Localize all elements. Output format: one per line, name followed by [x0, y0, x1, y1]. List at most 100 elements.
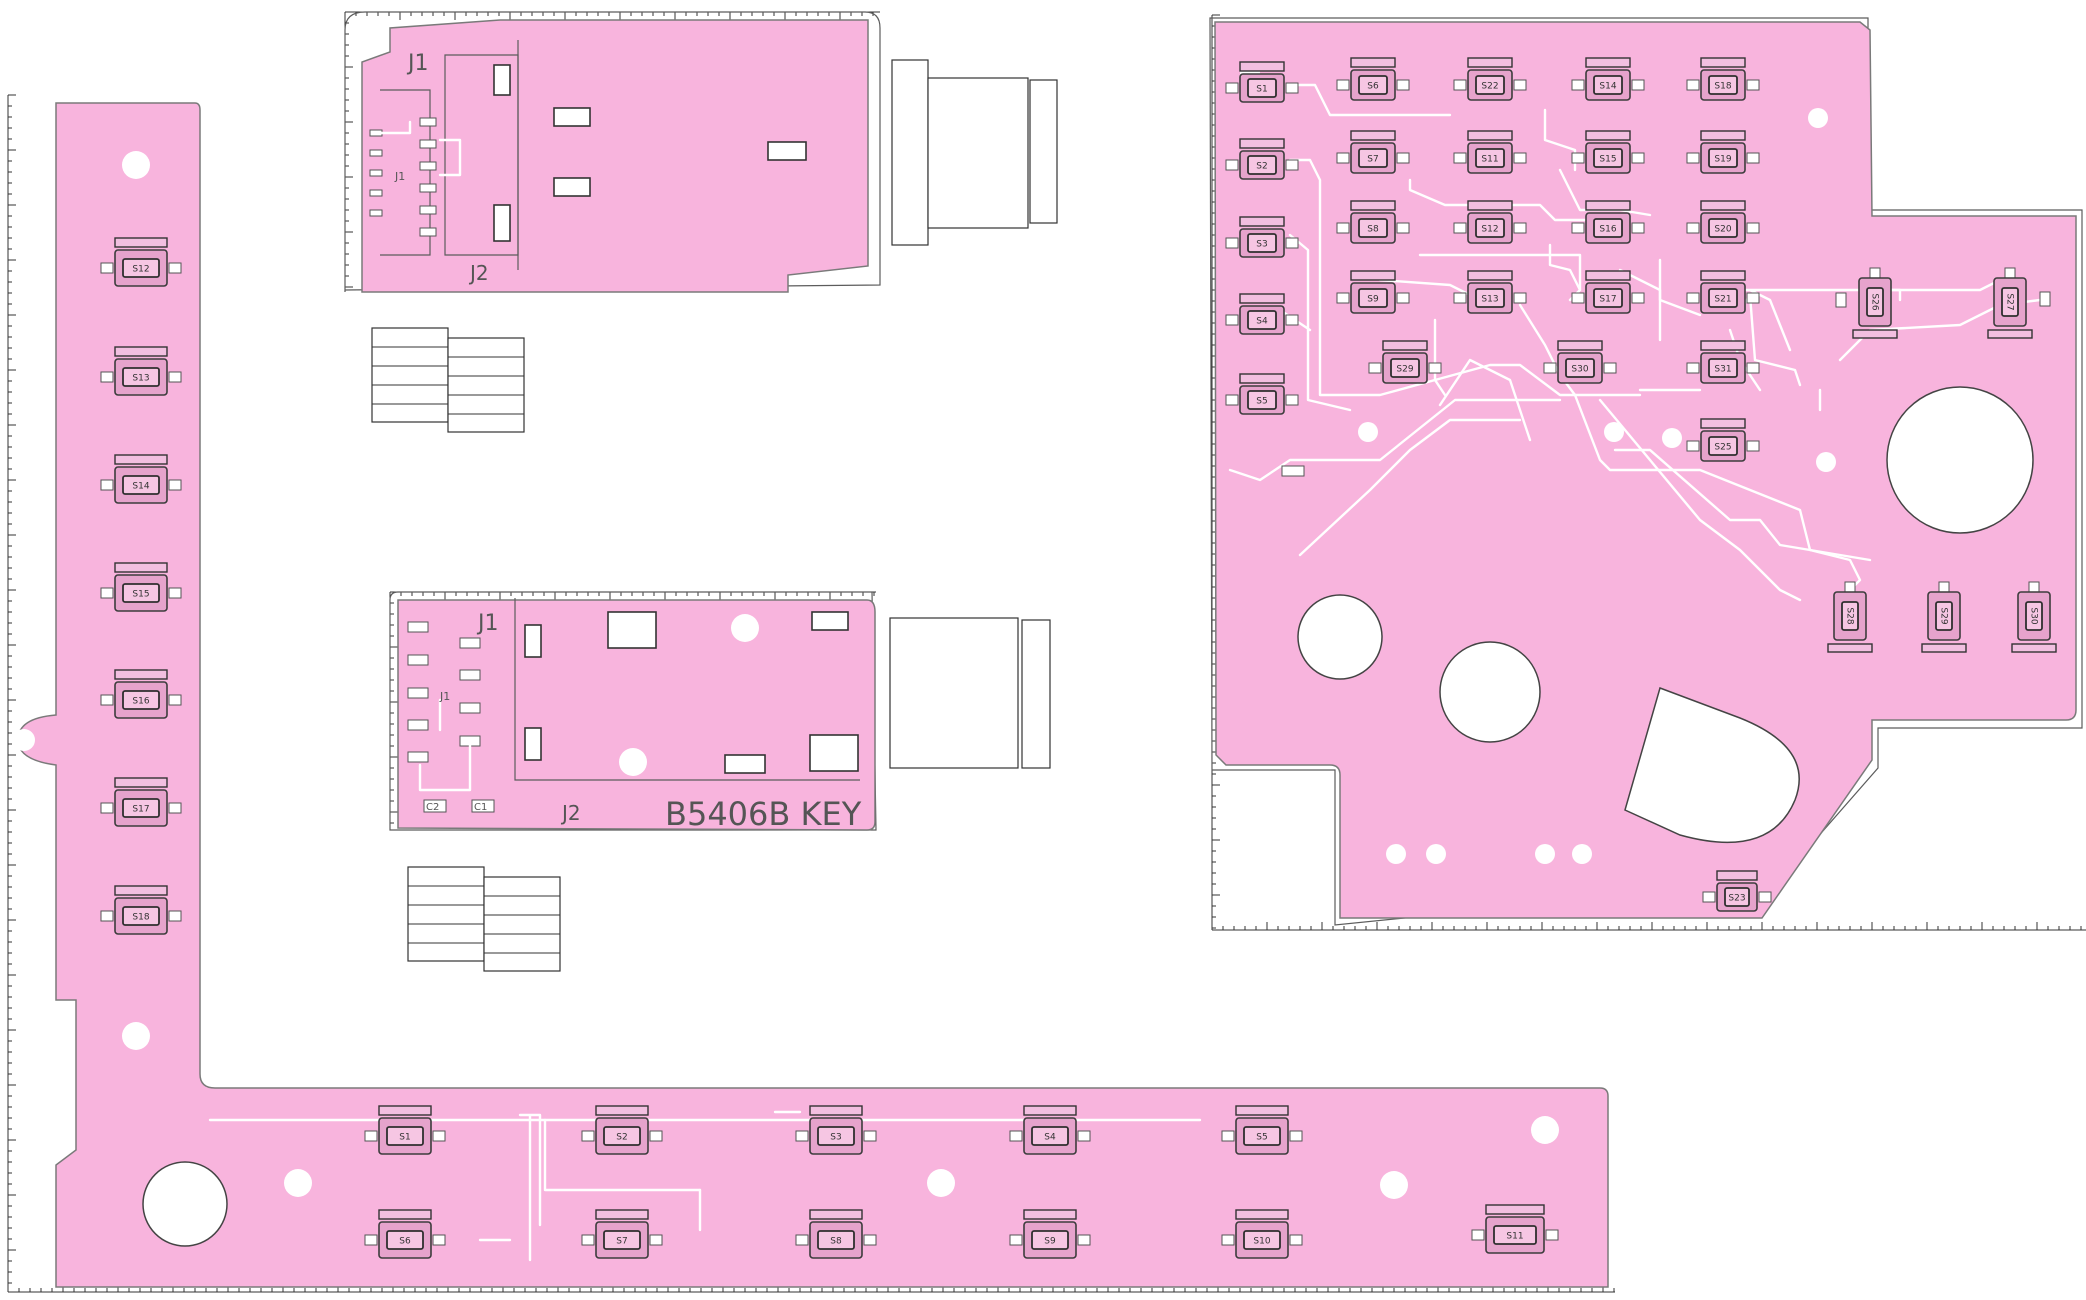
- right-switch-col-s3-label: S3: [1256, 240, 1267, 250]
- right-switch-grid-s8: S8: [1336, 200, 1410, 244]
- right-switch-grid-s9-label: S9: [1367, 295, 1379, 305]
- l-board-switch-s13: S13: [100, 346, 182, 396]
- right-switch-grid-s19-label: S19: [1714, 155, 1731, 165]
- right-switch-grid-s6: S6: [1336, 57, 1410, 101]
- right-switch-grid-s12: S12: [1453, 200, 1527, 244]
- l-board-switch-s18-label: S18: [132, 913, 149, 923]
- right-small-part-s32: [1281, 465, 1305, 477]
- l-board-switch-s2: S2: [581, 1105, 663, 1155]
- right-switch-side-s26-label: S26: [1870, 293, 1880, 310]
- right-switch-corner-s23-label: S23: [1728, 894, 1745, 904]
- l-board-switch-s15-label: S15: [132, 590, 149, 600]
- l-board-switch-s12-label: S12: [132, 265, 149, 275]
- right-switch-bottom-s29-label: S29: [1939, 607, 1949, 624]
- bottom-connector-ref-c2: C2: [426, 802, 439, 813]
- top-connector-mark: J1: [394, 170, 405, 183]
- l-board-switch-s14: S14: [100, 454, 182, 504]
- l-board-switch-s15: S15: [100, 562, 182, 612]
- l-board-switch-s16-label: S16: [132, 697, 149, 707]
- right-switch-grid-s11: S11: [1453, 130, 1527, 174]
- right-switch-bottom-s29: S29: [1921, 581, 1967, 653]
- right-switch-corner-s23: S23: [1702, 870, 1772, 912]
- top-connector-board: J1 J2 J1: [344, 11, 1058, 433]
- right-switch-grid-s7: S7: [1336, 130, 1410, 174]
- right-small-part-s33: [1835, 292, 1847, 308]
- right-switch-lower-s25: S25: [1686, 418, 1760, 462]
- l-board-switch-s12: S12: [100, 237, 182, 287]
- right-switch-grid-s20: S20: [1686, 200, 1760, 244]
- l-board-switch-s17-label: S17: [132, 805, 149, 815]
- right-switch-grid-s20-label: S20: [1714, 225, 1731, 235]
- right-switch-grid-s6-label: S6: [1367, 82, 1379, 92]
- bottom-connector-board: C2 C1 J1 J2 J1 B5406B KEY: [389, 591, 1051, 972]
- l-board-switch-s7-label: S7: [616, 1237, 627, 1247]
- l-board-switch-s4-label: S4: [1044, 1133, 1056, 1143]
- right-switch-grid-s16-label: S16: [1599, 225, 1616, 235]
- right-switch-col-s4: S4: [1225, 293, 1299, 335]
- l-board-switch-s10: S10: [1221, 1209, 1303, 1259]
- right-switch-grid-s13-label: S13: [1481, 295, 1498, 305]
- l-board-switch-s7: S7: [581, 1209, 663, 1259]
- l-board-switch-s13-label: S13: [132, 374, 149, 384]
- l-board-switch-s11-label: S11: [1506, 1232, 1523, 1242]
- l-board-switch-s18: S18: [100, 885, 182, 935]
- right-switch-bottom-s28: S28: [1827, 581, 1873, 653]
- right-switch-col-s4-label: S4: [1256, 317, 1268, 327]
- right-switch-col-s2: S2: [1225, 138, 1299, 180]
- right-switch-grid-s19: S19: [1686, 130, 1760, 174]
- right-switch-grid-s7-label: S7: [1367, 155, 1378, 165]
- l-board-switch-s8-label: S8: [830, 1237, 842, 1247]
- bottom-connector-ref-j1: J1: [476, 611, 499, 636]
- bottom-connector-pins: [407, 621, 481, 792]
- l-board-switch-s16: S16: [100, 669, 182, 719]
- right-switch-grid-s13: S13: [1453, 270, 1527, 314]
- right-switch-grid-s14-label: S14: [1599, 82, 1616, 92]
- right-switch-col-s2-label: S2: [1256, 162, 1267, 172]
- l-board-switch-s3-label: S3: [830, 1133, 841, 1143]
- right-switch-lower-s30: S30: [1543, 340, 1617, 384]
- bottom-connector-mark: J1: [439, 690, 450, 703]
- right-switch-col-s3: S3: [1225, 216, 1299, 258]
- right-switch-grid-s18-label: S18: [1714, 82, 1731, 92]
- right-switch-col-s5: S5: [1225, 373, 1299, 415]
- bottom-connector-ref-j2: J2: [560, 801, 581, 825]
- top-connector-ref-j2: J2: [468, 261, 489, 285]
- right-switch-col-s5-label: S5: [1256, 397, 1267, 407]
- l-board-switch-s9: S9: [1009, 1209, 1091, 1259]
- top-connector-pins: [369, 117, 462, 237]
- right-switch-grid-s22: S22: [1453, 57, 1527, 101]
- right-switch-bottom-s30: S30: [2011, 581, 2057, 653]
- top-connector-ref-j1: J1: [406, 51, 429, 76]
- right-switch-lower-s29-label: S29: [1396, 365, 1413, 375]
- board-label: B5406B KEY: [665, 795, 862, 833]
- right-switch-lower-s29: S29: [1368, 340, 1442, 384]
- l-board-switch-s5: S5: [1221, 1105, 1303, 1155]
- l-board-switch-s3: S3: [795, 1105, 877, 1155]
- l-board-switch-s17: S17: [100, 777, 182, 827]
- l-board-switch-s2-label: S2: [616, 1133, 627, 1143]
- l-board-switch-s6: S6: [364, 1209, 446, 1259]
- right-switch-grid-s12-label: S12: [1481, 225, 1498, 235]
- right-switch-side-s27: S27: [1987, 267, 2033, 339]
- l-board-switch-s8: S8: [795, 1209, 877, 1259]
- l-board-switch-s4: S4: [1009, 1105, 1091, 1155]
- l-board-switch-s6-label: S6: [399, 1237, 411, 1247]
- l-board-switch-s11: S11: [1471, 1204, 1559, 1254]
- right-switch-grid-s15: S15: [1571, 130, 1645, 174]
- right-switch-grid-s17-label: S17: [1599, 295, 1616, 305]
- l-board-switch-s5-label: S5: [1256, 1133, 1267, 1143]
- right-switch-bottom-s28-label: S28: [1845, 607, 1855, 624]
- right-switch-grid-s9: S9: [1336, 270, 1410, 314]
- right-switch-grid-s21-label: S21: [1714, 295, 1731, 305]
- right-switch-grid-s11-label: S11: [1481, 155, 1498, 165]
- right-switch-grid-s18: S18: [1686, 57, 1760, 101]
- right-switch-col-s1-label: S1: [1256, 85, 1267, 95]
- l-board-switch-s14-label: S14: [132, 482, 149, 492]
- right-switch-lower-s31-label: S31: [1714, 365, 1731, 375]
- bottom-connector-ref-c1: C1: [474, 802, 487, 813]
- right-small-part-s34: [2039, 291, 2051, 307]
- right-switch-grid-s17: S17: [1571, 270, 1645, 314]
